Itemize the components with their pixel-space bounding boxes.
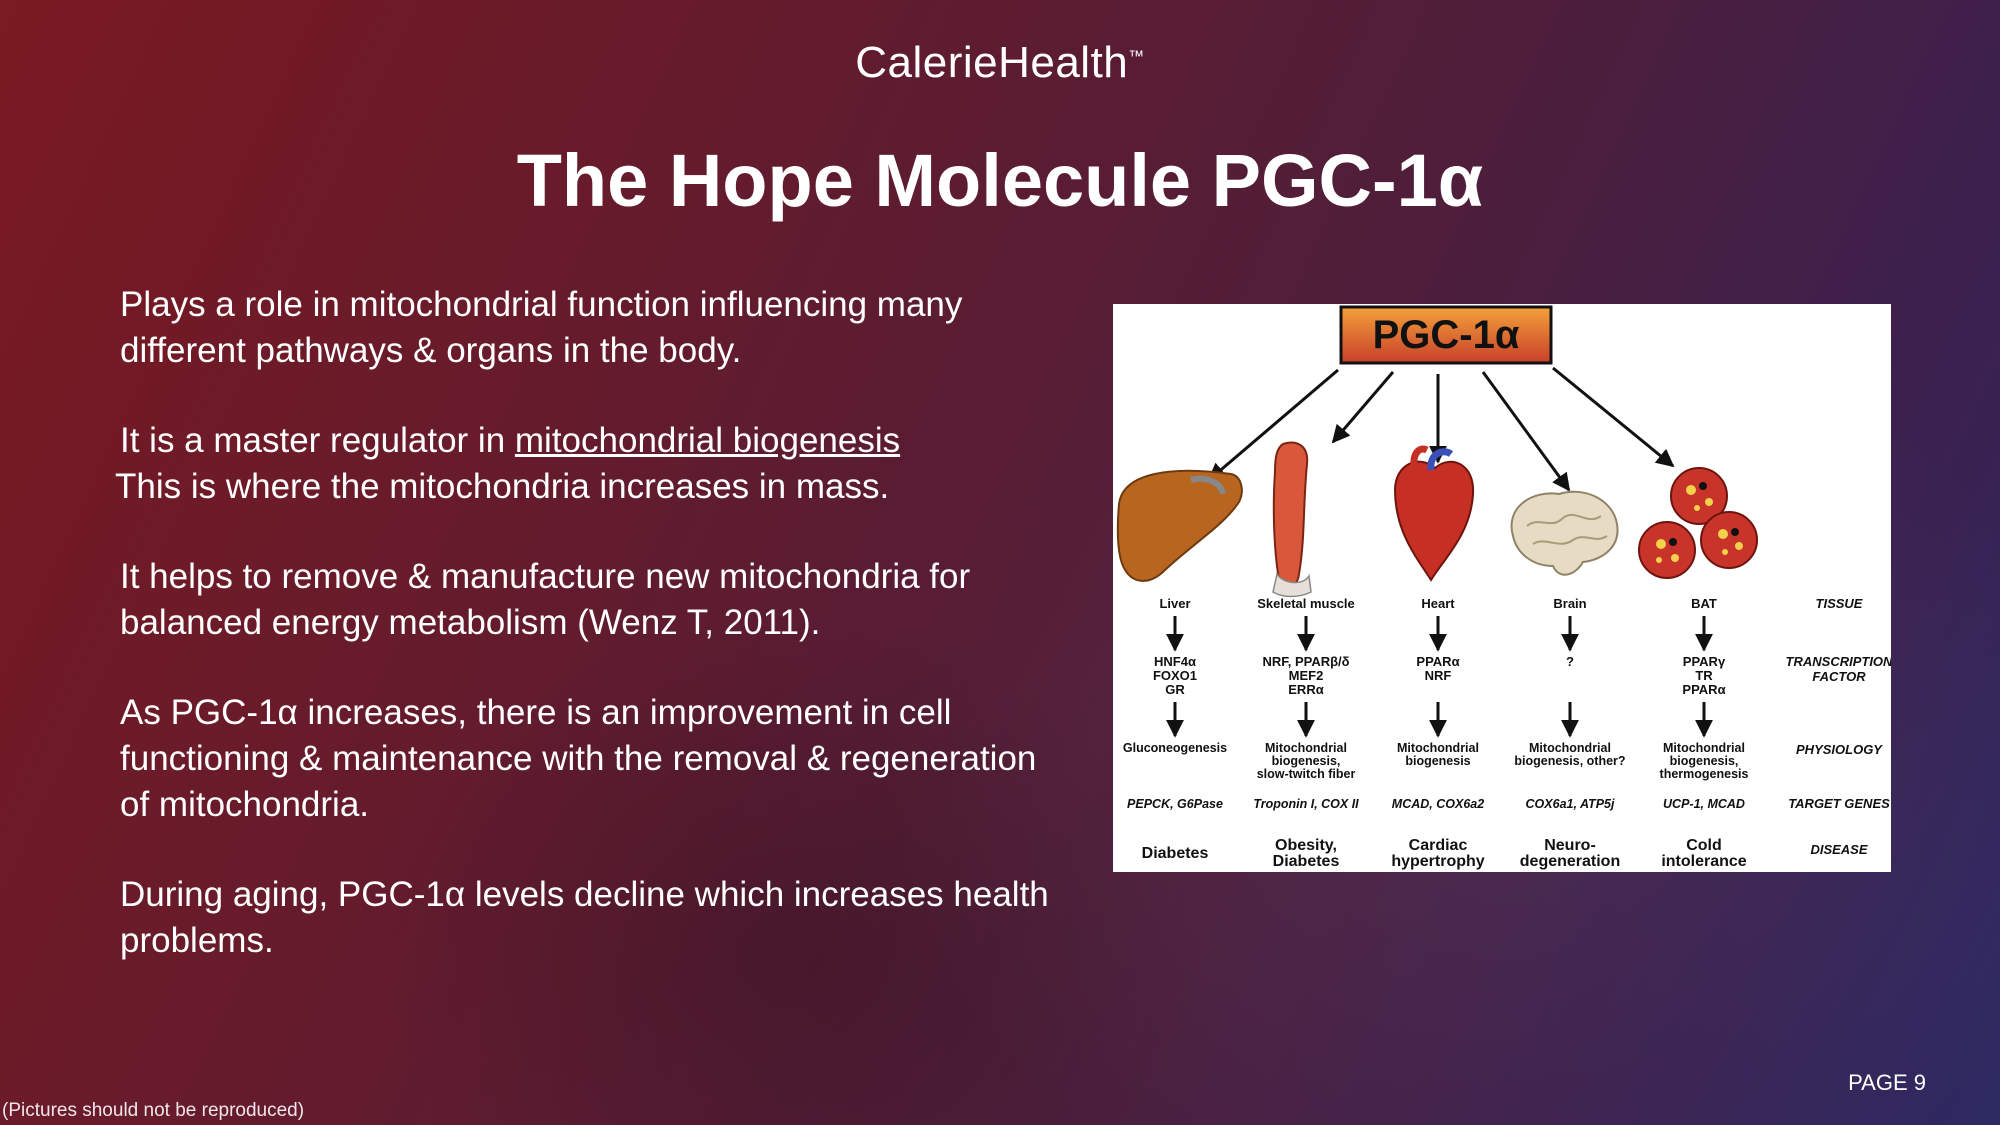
target-genes-label: PEPCK, G6Pase [1127, 797, 1223, 811]
body-text: Plays a role in mitochondrial function i… [115, 282, 1050, 1008]
paragraph-2-line2: This is where the mitochondria increases… [115, 467, 890, 506]
transcription-factor: ERRα [1288, 682, 1323, 697]
transcription-factor: TR [1695, 668, 1713, 683]
row-label-tissue: TISSUE [1816, 596, 1863, 611]
physiology-label: Mitochondrial [1529, 741, 1611, 755]
paragraph-1: Plays a role in mitochondrial function i… [120, 285, 963, 370]
target-genes-label: MCAD, COX6a2 [1392, 797, 1484, 811]
arrow-bat [1552, 366, 1675, 468]
transcription-factor: HNF4α [1154, 654, 1196, 669]
transcription-factor: PPARα [1682, 682, 1725, 697]
disease-label: intolerance [1661, 853, 1746, 870]
disease-label: Obesity, [1275, 837, 1337, 854]
row-label-target: TARGET GENES [1788, 796, 1890, 811]
arrow-brain [1481, 371, 1571, 492]
physiology-label: slow-twitch fiber [1257, 767, 1356, 781]
disease-label: Neuro- [1544, 837, 1596, 854]
disease-label: degeneration [1520, 853, 1620, 870]
skeletal-muscle-icon [1272, 441, 1312, 598]
target-genes-label: COX6a1, ATP5j [1526, 797, 1615, 811]
row-labels: TISSUE TRANSCRIPTION FACTOR PHYSIOLOGY T… [1786, 596, 1891, 857]
brand-logo: CalerieHealth™ [0, 38, 2000, 88]
physiology-label: Mitochondrial [1397, 741, 1479, 755]
row-label-disease: DISEASE [1810, 842, 1867, 857]
physiology-label: biogenesis, [1272, 754, 1341, 768]
transcription-factor: NRF, PPARβ/δ [1262, 654, 1349, 669]
arrow-liver [1207, 368, 1339, 482]
physiology-label: biogenesis, [1670, 754, 1739, 768]
disease-label: Cold [1686, 837, 1722, 854]
disease-label: Diabetes [1142, 845, 1209, 862]
transcription-factor: GR [1165, 682, 1185, 697]
transcription-factor: FOXO1 [1153, 668, 1197, 683]
heart-icon [1393, 445, 1475, 582]
brand-trademark: ™ [1128, 48, 1145, 66]
tissue-label: Skeletal muscle [1257, 596, 1355, 611]
tissue-label: Brain [1553, 596, 1586, 611]
page-title: The Hope Molecule PGC-1α [516, 139, 1484, 222]
paragraph-4: As PGC-1α increases, there is an improve… [120, 693, 1037, 824]
paragraph-3: It helps to remove & manufacture new mit… [120, 557, 971, 642]
tissue-label: Heart [1421, 596, 1455, 611]
target-genes-label: UCP-1, MCAD [1663, 797, 1745, 811]
physiology-label: biogenesis, other? [1514, 754, 1625, 768]
brand-name: CalerieHealth [855, 38, 1129, 87]
paragraph-2: It is a master regulator in mitochondria… [115, 418, 1050, 510]
disease-label: Diabetes [1273, 853, 1340, 870]
arrow-muscle [1331, 371, 1395, 444]
paragraph-2-prefix: It is a master regulator in [120, 421, 515, 460]
root-node: PGC-1α [1339, 305, 1553, 365]
mitochondrial-biogenesis-link[interactable]: mitochondrial biogenesis [514, 421, 901, 460]
row-label-tf-2: FACTOR [1812, 669, 1866, 684]
physiology-label: Mitochondrial [1265, 741, 1347, 755]
physiology-label: Gluconeogenesis [1123, 741, 1227, 755]
row-label-tf-1: TRANSCRIPTION [1786, 654, 1891, 669]
page-number: PAGE 9 [1848, 1070, 1926, 1095]
root-arrows [1207, 366, 1675, 492]
transcription-factor: MEF2 [1289, 668, 1324, 683]
brain-icon [1510, 490, 1619, 576]
root-label: PGC-1α [1373, 313, 1520, 357]
transcription-factor: PPARα [1416, 654, 1459, 669]
transcription-factor: ? [1566, 654, 1574, 669]
physiology-label: biogenesis [1405, 754, 1470, 768]
physiology-label: Mitochondrial [1663, 741, 1745, 755]
tissue-label: Liver [1159, 596, 1190, 611]
reproduction-note: (Pictures should not be reproduced) [2, 1100, 305, 1121]
disease-label: hypertrophy [1391, 853, 1484, 870]
row-label-physiology: PHYSIOLOGY [1796, 742, 1883, 757]
bat-cells-icon [1638, 467, 1758, 579]
transcription-factor: PPARγ [1683, 654, 1726, 669]
tissue-label: BAT [1691, 596, 1717, 611]
target-genes-label: Troponin I, COX II [1253, 797, 1359, 811]
disease-label: Cardiac [1409, 837, 1468, 854]
pgc1a-diagram: PGC-1α [1113, 304, 1891, 872]
liver-icon [1116, 469, 1243, 582]
transcription-factor: NRF [1425, 668, 1452, 683]
paragraph-5: During aging, PGC-1α levels decline whic… [120, 875, 1049, 960]
physiology-label: thermogenesis [1660, 767, 1749, 781]
